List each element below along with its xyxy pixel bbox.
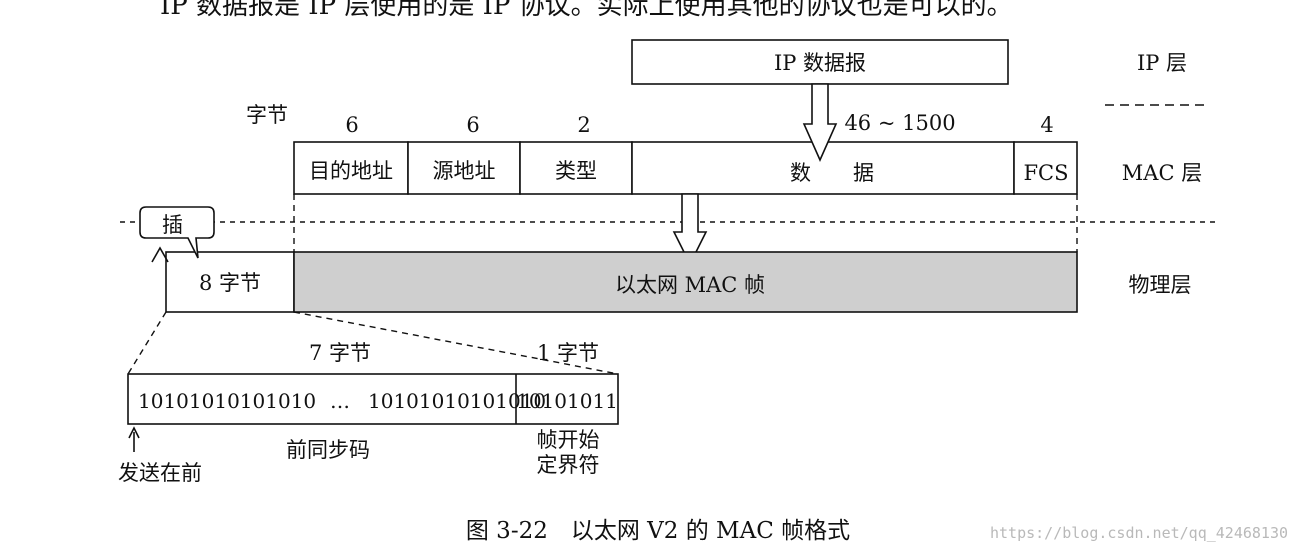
preamble-name: 前同步码	[286, 438, 370, 462]
dash-expand-left	[127, 311, 167, 375]
send-first-arrow	[128, 426, 140, 452]
preamble-ellipsis: …	[330, 389, 350, 413]
field-dst: 目的地址	[309, 159, 393, 183]
preamble-detail-box	[127, 373, 619, 425]
layer-ip-label: IP 层	[1137, 51, 1187, 75]
arrow-ip-to-mac	[802, 83, 838, 162]
layer-mac-label: MAC 层	[1122, 161, 1202, 185]
field-size-src: 6	[466, 113, 479, 137]
field-data: 数 据	[790, 161, 874, 185]
send-first-label: 发送在前	[118, 461, 202, 485]
field-fcs: FCS	[1023, 161, 1068, 185]
field-size-fcs: 4	[1040, 113, 1053, 137]
insert-caret	[151, 246, 169, 263]
insert-callout: 插	[139, 206, 215, 263]
insert-label: 插	[162, 213, 183, 237]
sfd-bits: 10101011	[516, 389, 618, 413]
ip-packet-box	[631, 39, 1009, 85]
bytes-label: 字节	[246, 103, 288, 127]
one-byte-label: 1 字节	[537, 341, 599, 365]
mac-frame-label: 以太网 MAC 帧	[615, 273, 765, 297]
sfd-name-line2: 定界符	[537, 453, 600, 477]
top-text-fragment: IP 数据报是 IP 层使用的是 IP 协议。实际上使用其他的协议也是可以的。	[160, 0, 1013, 21]
mac-frame-box	[293, 251, 1078, 313]
watermark: https://blog.csdn.net/qq_42468130	[990, 524, 1288, 542]
mac-frame-fields: 目的地址 源地址 类型 数 据 FCS	[293, 141, 1078, 195]
layer-phy-label: 物理层	[1129, 273, 1192, 297]
preamble-bits-b: 10101010101010	[368, 389, 546, 413]
seven-bytes-label: 7 字节	[309, 341, 371, 365]
field-box-dst	[293, 141, 409, 195]
field-box-src	[407, 141, 521, 195]
field-type: 类型	[555, 159, 597, 183]
preamble-box	[165, 251, 295, 313]
figure-caption: 图 3-22 以太网 V2 的 MAC 帧格式	[466, 518, 850, 544]
preamble-bits-a: 10101010101010	[138, 389, 316, 413]
field-size-dst: 6	[345, 113, 358, 137]
field-size-data: 46 ~ 1500	[844, 111, 955, 135]
field-src: 源地址	[433, 159, 496, 183]
sfd-name-line1: 帧开始	[537, 428, 600, 452]
ip-packet-label: IP 数据报	[774, 51, 866, 75]
arrow-mac-to-phy	[672, 193, 708, 266]
field-size-type: 2	[577, 113, 590, 137]
field-box-fcs	[1013, 141, 1078, 195]
preamble-bytes-label: 8 字节	[199, 271, 261, 295]
